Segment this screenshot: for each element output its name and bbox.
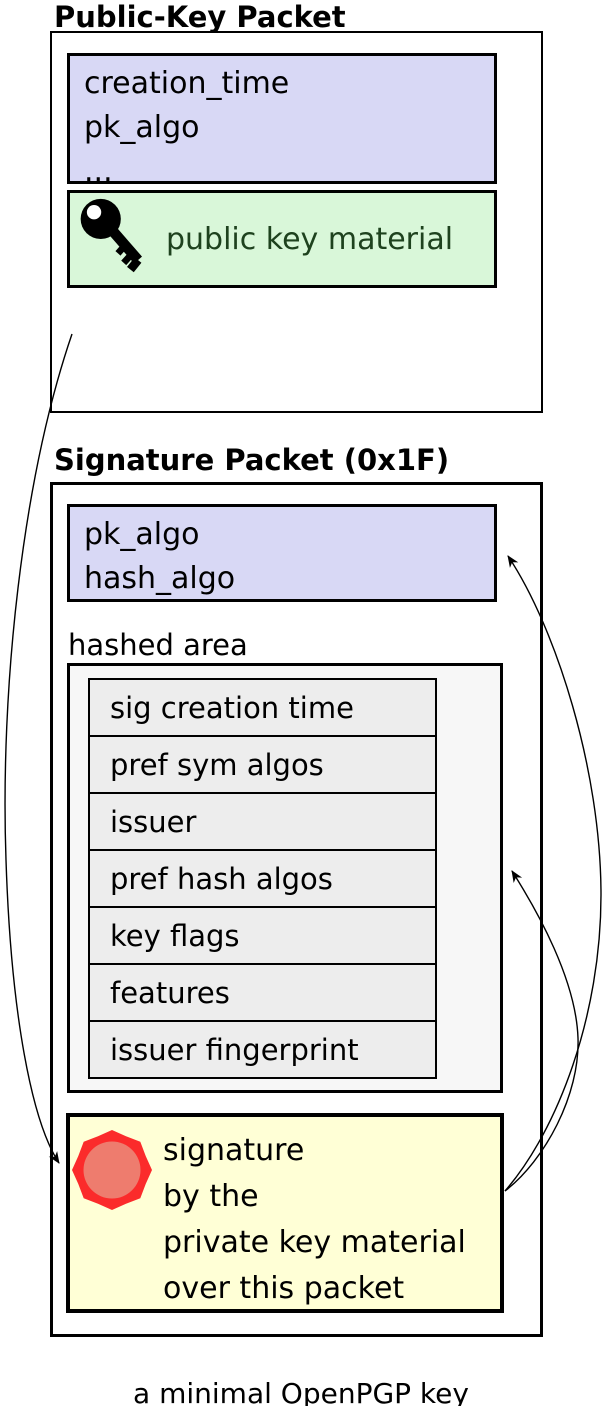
- field-pk-algo-sig: pk_algo: [84, 517, 200, 552]
- signature-header-fields-box: pk_algo hash_algo: [67, 504, 497, 602]
- field-ellipsis: ...: [84, 154, 113, 189]
- subpacket-issuer-fingerprint: issuer fingerprint: [90, 1022, 435, 1077]
- subpacket-sig-creation-time: sig creation time: [90, 680, 435, 737]
- public-key-header-fields-box: creation_time pk_algo ...: [67, 53, 497, 189]
- subpacket-features: features: [90, 965, 435, 1022]
- public-key-packet-title: Public-Key Packet: [54, 0, 346, 34]
- field-pk-algo: pk_algo: [84, 110, 200, 145]
- subpacket-issuer: issuer: [90, 794, 435, 851]
- signature-description: signature by the private key material ov…: [163, 1128, 466, 1312]
- subpacket-key-flags: key flags: [90, 908, 435, 965]
- hashed-area-label: hashed area: [68, 628, 248, 662]
- signature-packet-title: Signature Packet (0x1F): [54, 443, 450, 477]
- signature-line-2: by the: [163, 1179, 259, 1214]
- subpacket-pref-hash-algos: pref hash algos: [90, 851, 435, 908]
- signature-line-3: private key material: [163, 1225, 466, 1260]
- subpacket-table: sig creation time pref sym algos issuer …: [88, 678, 437, 1079]
- signature-line-1: signature: [163, 1133, 305, 1168]
- signature-line-4: over this packet: [163, 1271, 405, 1306]
- subpacket-pref-sym-algos: pref sym algos: [90, 737, 435, 794]
- field-creation-time: creation_time: [84, 66, 290, 101]
- public-key-material-box: public key material: [67, 190, 497, 288]
- key-icon: [76, 195, 158, 283]
- diagram-caption: a minimal OpenPGP key: [133, 1377, 469, 1406]
- field-hash-algo: hash_algo: [84, 561, 236, 596]
- seal-icon: [69, 1127, 155, 1213]
- public-key-material-label: public key material: [166, 221, 454, 257]
